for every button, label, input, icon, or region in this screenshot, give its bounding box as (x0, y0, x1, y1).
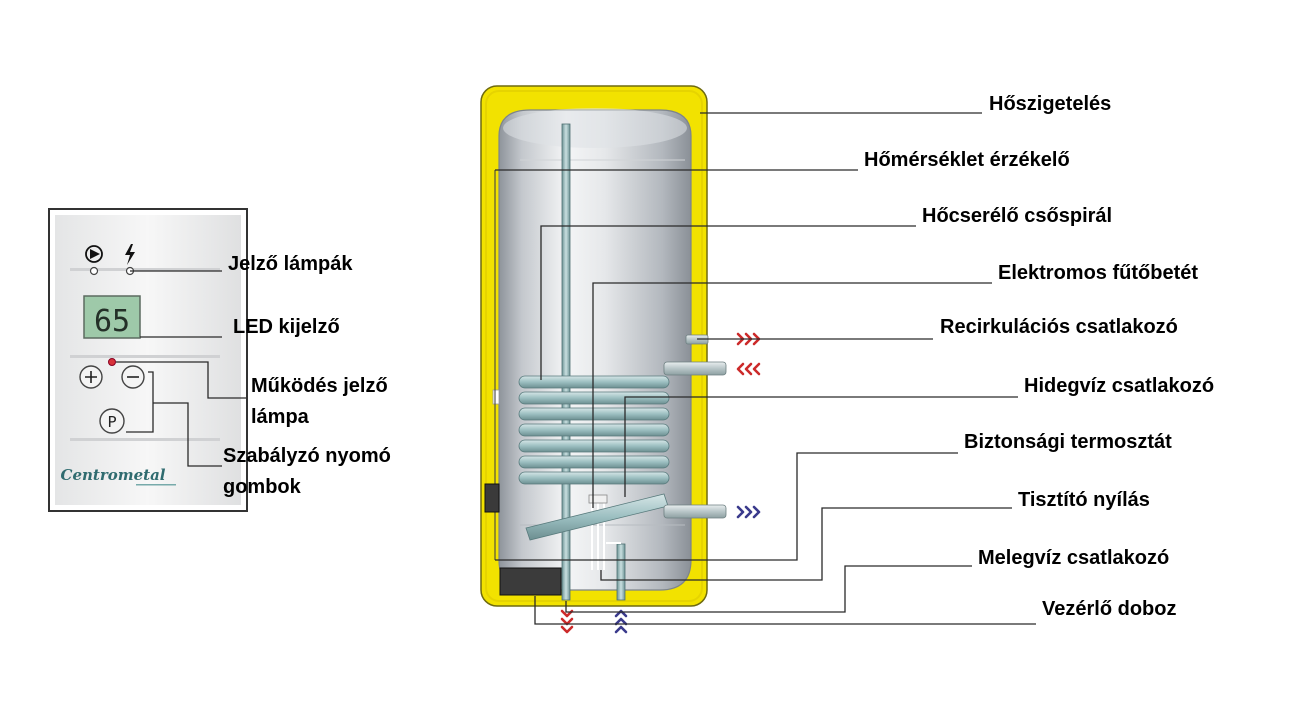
thermostat-box (484, 483, 500, 513)
leader-tisztito (600, 507, 1012, 581)
label-elektromos: Elektromos fűtőbetét (998, 262, 1199, 284)
label-hidegviz: Hidegvíz csatlakozó (1024, 375, 1215, 397)
label-recirkulacios: Recirkulációs csatlakozó (940, 316, 1178, 338)
label-szabalyzo-line1: Szabályzó nyomó (223, 445, 391, 467)
leader-szabalyzo (153, 402, 222, 467)
leader-hidegviz (624, 396, 1018, 497)
label-jelzo-lampak: Jelző lámpák (228, 253, 353, 275)
coil-inlet-stub (663, 361, 727, 376)
heat-exchanger-coil (518, 375, 670, 541)
label-hoszigeteles: Hőszigetelés (989, 93, 1112, 115)
hot-water-pipe (561, 123, 571, 601)
coil-in-arrows (736, 362, 761, 376)
lightning-icon (125, 244, 135, 265)
label-biztonsagi: Biztonsági termosztát (964, 431, 1172, 453)
leader-vezerlo (534, 596, 1036, 625)
right-leaders (495, 112, 1036, 625)
coil-out-arrows (736, 505, 761, 519)
panel-face (55, 215, 241, 505)
display-value: 65 (94, 304, 130, 339)
label-mukodes-line1: Működés jelző (251, 375, 388, 397)
coil-outlet-stub (663, 504, 727, 519)
control-box (499, 567, 562, 596)
control-panel: 65 P Centrometal (48, 208, 248, 512)
leader-mukodes (116, 361, 246, 399)
label-homerseklet: Hőmérséklet érzékelő (864, 149, 1070, 171)
label-hocserelo: Hőcserélő csőspirál (922, 205, 1113, 227)
left-leaders (116, 270, 246, 467)
program-button[interactable]: P (99, 408, 125, 434)
minus-button[interactable] (121, 365, 145, 389)
leader-hocserelo (540, 225, 916, 380)
label-tisztito: Tisztító nyílás (1018, 489, 1150, 511)
leader-biztonsagi (495, 452, 958, 561)
cold-water-pipe (616, 543, 626, 601)
label-vezerlo: Vezérlő doboz (1042, 598, 1177, 620)
label-mukodes-line2: lámpa (251, 406, 309, 428)
brand-logo: Centrometal (61, 466, 166, 484)
hot-water-down-arrows (560, 609, 574, 634)
indicator-lamp-pump (89, 266, 99, 276)
svg-text:P: P (107, 413, 116, 431)
pump-icon (85, 245, 103, 263)
cold-water-up-arrows (614, 609, 628, 634)
label-melegviz: Melegvíz csatlakozó (978, 547, 1170, 569)
leader-buttons-bracket (126, 371, 154, 433)
leader-melegviz (565, 565, 972, 613)
led-display: 65 (83, 295, 141, 339)
operation-lamp (108, 358, 116, 366)
label-led-kijelzo: LED kijelző (233, 316, 340, 338)
leader-elektromos (592, 282, 992, 508)
label-szabalyzo-line2: gombok (223, 476, 301, 498)
water-heater (480, 85, 727, 607)
plus-button[interactable] (79, 365, 103, 389)
